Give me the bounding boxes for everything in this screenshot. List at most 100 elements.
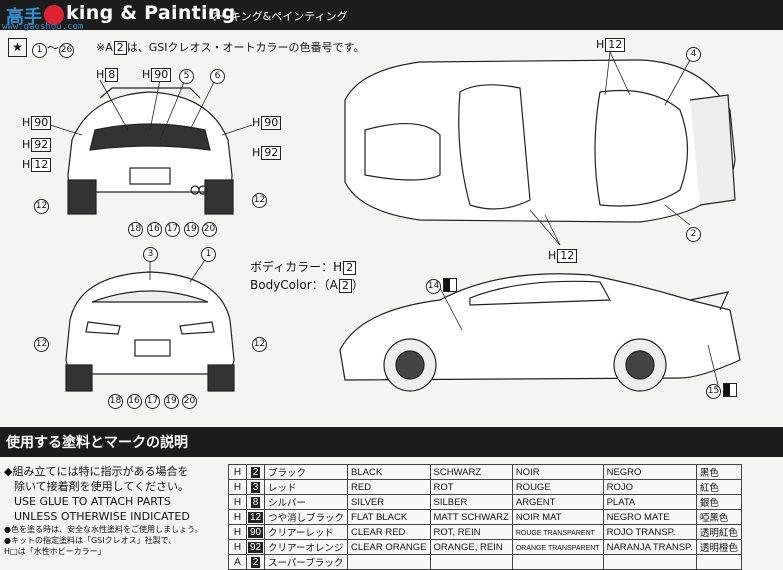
paint-name-jp: クリアーレッド bbox=[268, 528, 334, 539]
paint-name-cn: 紅色 bbox=[699, 483, 719, 494]
header-bar bbox=[0, 0, 783, 30]
section-header: 使用する塗料とマークの説明 bbox=[0, 427, 783, 457]
paint-name-cn: 黑色 bbox=[699, 468, 719, 479]
body-color-en: BodyColor：（A bbox=[250, 278, 338, 292]
paint-code: 2 bbox=[250, 556, 261, 568]
paint-row: H 90 クリアーレッド CLEAR RED ROT, REIN ROUGE TRANSP… bbox=[228, 524, 742, 540]
paint-name-es: NARANJA TRANSP. bbox=[606, 541, 693, 553]
paint-name-fr: NOIR MAT bbox=[515, 511, 562, 523]
rear-callout-right-12: 12 bbox=[252, 192, 267, 208]
side-view-drawing bbox=[339, 273, 741, 392]
range-note: 1～26 bbox=[32, 39, 75, 58]
paint-name-cn: 銀色 bbox=[699, 498, 719, 509]
paint-code: 8 bbox=[250, 496, 261, 508]
paint-h-label: A bbox=[234, 556, 241, 568]
assembly-notes: ◆組み立てには特に指示がある場合を 除いて接着剤を使用してください。 USE G… bbox=[4, 465, 203, 556]
page-title: king & Painting bbox=[66, 2, 236, 24]
side-callout-15: 15 bbox=[706, 383, 737, 399]
paint-name-cn: 透明橙色 bbox=[699, 543, 738, 554]
paint-name-en: RED bbox=[351, 481, 372, 493]
rear-bottom-callouts: 18 16 17 19 20 bbox=[128, 221, 217, 237]
paint-name-en: FLAT BLACK bbox=[351, 511, 408, 523]
top-callout-4: 4 bbox=[686, 46, 701, 62]
paint-h-label: H bbox=[233, 541, 242, 553]
front-view-drawing bbox=[65, 271, 235, 392]
paint-name-en: SILVER bbox=[351, 496, 385, 508]
paint-name-de: ROT bbox=[433, 481, 454, 493]
paint-code: 3 bbox=[250, 481, 261, 493]
paint-name-es: NEGRO bbox=[606, 466, 642, 478]
paint-code: 92 bbox=[247, 541, 264, 553]
paint-name-de: ORANGE, REIN bbox=[433, 541, 503, 553]
paint-name-jp: スーパーブラック bbox=[268, 558, 344, 569]
front-bottom-callouts: 18 16 17 19 20 bbox=[108, 393, 197, 409]
side-callout-14: 14 bbox=[426, 278, 457, 294]
top-callout-2: 2 bbox=[686, 226, 701, 242]
body-color-jp: ボディカラー：H bbox=[250, 260, 343, 274]
paint-h-label: H bbox=[233, 526, 242, 538]
paint-name-de: ROT, REIN bbox=[433, 526, 481, 538]
rear-view-drawing bbox=[67, 87, 234, 215]
paint-h-label: H bbox=[233, 466, 242, 478]
paint-name-en: CLEAR ORANGE bbox=[351, 541, 427, 553]
range-end: 26 bbox=[59, 43, 75, 58]
logo-ball-icon bbox=[44, 5, 64, 25]
paint-name-de: SILBER bbox=[433, 496, 468, 508]
paint-name-jp: レッド bbox=[268, 483, 297, 494]
paint-name-es: ROJO TRANSP. bbox=[606, 526, 676, 538]
note-rest: は、GSIクレオス・オートカラーの色番号です。 bbox=[126, 41, 365, 54]
front-callout-3: 3 bbox=[143, 246, 158, 262]
top-view-drawing bbox=[344, 59, 736, 223]
paint-name-jp: シルバー bbox=[268, 498, 307, 509]
decal-icon bbox=[443, 278, 457, 292]
logo: 高手 bbox=[4, 3, 72, 28]
paint-name-es: NEGRO MATE bbox=[606, 511, 670, 523]
paint-code: 12 bbox=[247, 511, 264, 523]
paint-name-de: SCHWARZ bbox=[433, 466, 482, 478]
range-start: 1 bbox=[32, 43, 47, 58]
paint-name-en: BLACK bbox=[351, 466, 383, 478]
front-callout-1: 1 bbox=[201, 246, 216, 262]
paint-name-fr: ORANGE TRANSPARENT bbox=[515, 544, 600, 552]
paint-name-fr: ROUGE TRANSPARENT bbox=[515, 529, 595, 537]
note-prefix: ※A bbox=[96, 41, 113, 54]
paint-h-label: H bbox=[233, 511, 242, 523]
star-icon: ★ bbox=[8, 38, 27, 57]
paint-h-label: H bbox=[233, 496, 242, 508]
note-box: 2 bbox=[113, 41, 127, 55]
rear-callout-6: 6 bbox=[210, 68, 225, 84]
paint-name-jp: つや消しブラック bbox=[268, 513, 345, 524]
rear-callout-left-12: 12 bbox=[34, 198, 49, 214]
section-title: 使用する塗料とマークの説明 bbox=[6, 435, 188, 451]
paint-name-jp: ブラック bbox=[268, 468, 307, 479]
page-title-jp: マーキング&ペインティング bbox=[208, 10, 348, 23]
paint-h-label: H bbox=[233, 481, 242, 493]
front-callout-left-12: 12 bbox=[34, 336, 49, 352]
paint-name-cn: 啞黑色 bbox=[699, 513, 729, 524]
paint-code: 90 bbox=[247, 526, 264, 538]
paint-name-en: CLEAR RED bbox=[351, 526, 406, 538]
paint-code: 2 bbox=[250, 466, 261, 478]
decal-icon bbox=[723, 383, 737, 397]
front-callout-right-12: 12 bbox=[252, 336, 267, 352]
paint-name-fr: ROUGE bbox=[515, 481, 551, 493]
paint-name-fr: ARGENT bbox=[515, 496, 556, 508]
